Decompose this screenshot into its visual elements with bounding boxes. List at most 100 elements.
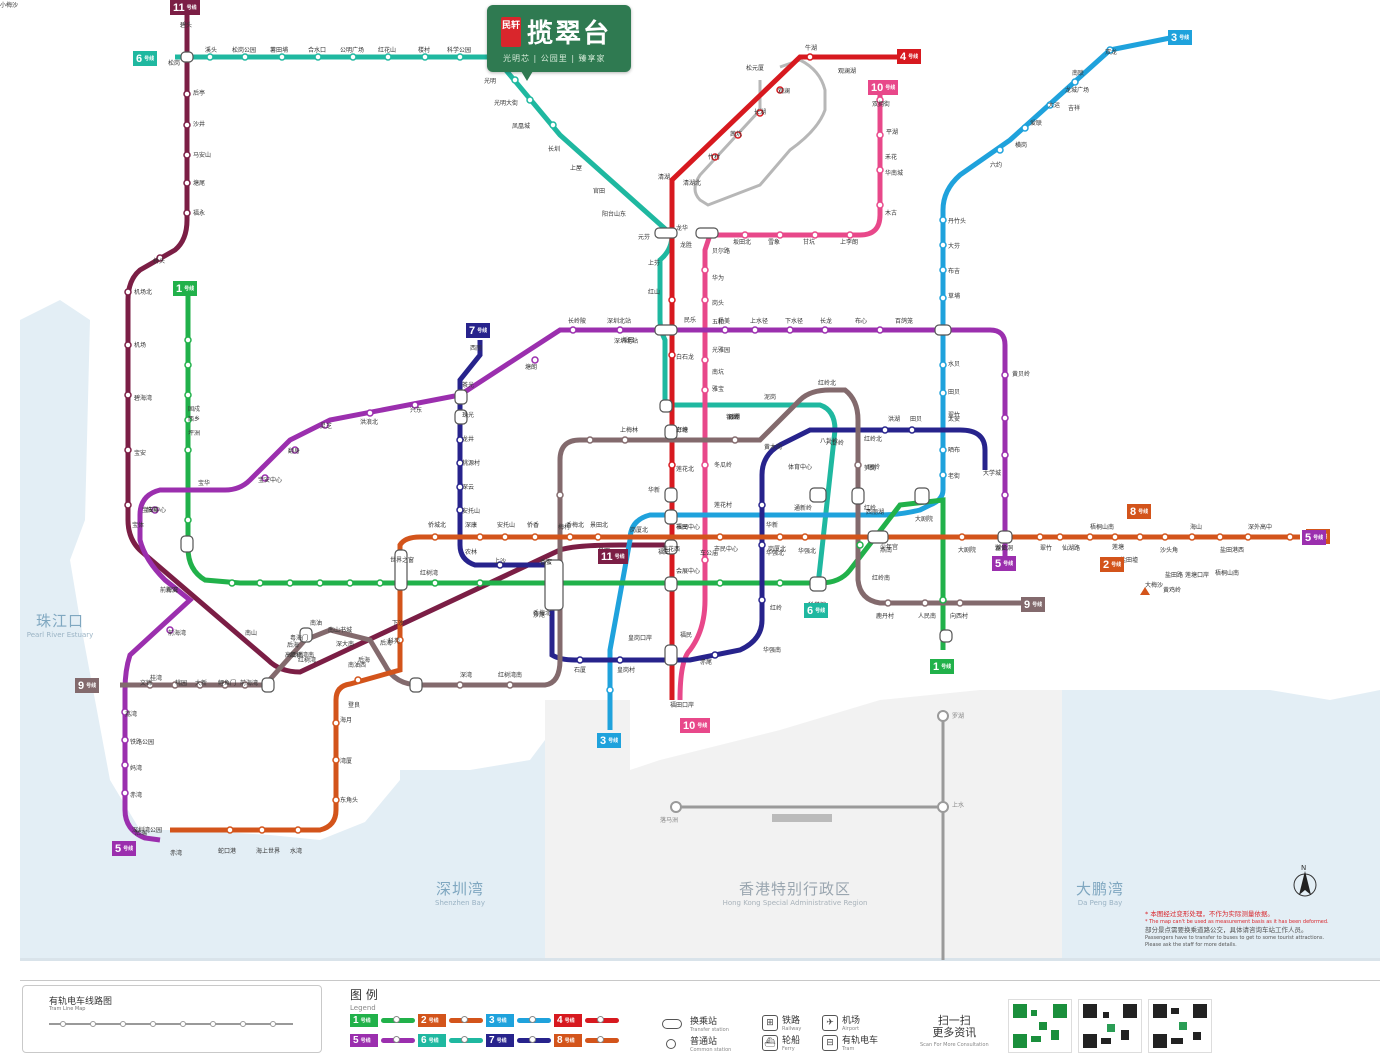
legend-line-sample (381, 1016, 415, 1023)
station-label: 东角头 (340, 797, 359, 804)
station-label: 水湾 (290, 848, 303, 855)
legend-ferry-en: Ferry (782, 1046, 795, 1052)
station-label: 前海湾 (160, 587, 179, 594)
station-label: 高新南 (285, 652, 304, 659)
badge-suffix: 号线 (614, 553, 625, 560)
station-label: 上梅林 (620, 427, 639, 434)
station-label: 塘朗 (525, 364, 538, 371)
region-dapeng-en: Da Peng Bay (1077, 899, 1123, 907)
sea-sz-bay (300, 770, 545, 960)
station-label: 清湖北 (683, 180, 702, 187)
station-label: 笋岗 (864, 465, 877, 472)
legend-airport-label: 机场 (842, 1016, 861, 1026)
badge-number: 2 (1103, 558, 1110, 571)
legend-badge-number: 4 (557, 1015, 563, 1026)
badge-number: 5 (995, 557, 1002, 570)
station-label: 冬瓜岭 (714, 462, 733, 469)
station-label: 红岭 (770, 605, 783, 612)
svg-text:N: N (1301, 864, 1306, 872)
qr-code-1[interactable] (1008, 999, 1072, 1053)
station-label: 深湾 (460, 672, 473, 679)
station-label: 西丽 (470, 345, 483, 352)
station-label: 桂湾 (150, 675, 163, 682)
station-label: 田贝 (948, 389, 961, 396)
station-label: 鲤鱼门 (218, 680, 237, 687)
station-label: 深云 (462, 484, 475, 491)
station-label: 松岗 (168, 60, 181, 67)
station-label: 甘坑 (803, 239, 816, 246)
station-label: 草埔 (948, 293, 961, 300)
station-label: 八卦岭 (826, 440, 845, 447)
station-label: 田贝 (910, 416, 923, 423)
station-label: 桃园 (175, 680, 188, 687)
station-label: 光明 (484, 78, 497, 85)
qr-code-2[interactable] (1078, 999, 1142, 1053)
station-label: 观澜 (778, 88, 791, 95)
brand-logo: 民轩 (501, 17, 521, 47)
badge-number: 7 (469, 324, 476, 337)
station-label: 沙头角 (1160, 547, 1179, 554)
station-label: 凤凰城 (512, 123, 531, 130)
legend-normal-label: 普通站 (690, 1037, 718, 1047)
station-label: 宝安中心 (258, 477, 283, 484)
station-label: 农林 (465, 549, 478, 556)
station-label: 皇岗村 (617, 667, 636, 674)
station-label: 侨城北 (428, 522, 447, 529)
station-label: 深圳湾公园 (132, 827, 163, 834)
tram-mini-diagram (49, 1021, 293, 1027)
badge-number: 5 (115, 842, 122, 855)
station-label: 香蜜 (540, 559, 553, 566)
legend-badge-number: 3 (489, 1015, 495, 1026)
compass-icon: N (1293, 864, 1317, 897)
station-label: 大剧院 (958, 547, 977, 554)
station-dots (121, 46, 1294, 834)
qr-code-3[interactable] (1148, 999, 1212, 1053)
region-dapeng-bay: 大鹏湾 Da Peng Bay (1060, 878, 1140, 907)
railway-icon: ⊞ (762, 1014, 778, 1031)
station-label: 布心 (855, 318, 868, 325)
hk-land (545, 690, 1062, 960)
station-label: 华南城 (885, 170, 904, 177)
station-label: 福田 (658, 549, 671, 556)
station-label: 园岭 (868, 464, 881, 471)
station-label: 后海 (380, 640, 393, 647)
brand-callout[interactable]: 民轩 揽翠台 光明芯 | 公园里 | 臻享家 (487, 5, 631, 81)
station-label: 下水径 (785, 318, 804, 325)
tram-title: 有轨电车线路图 (49, 997, 113, 1007)
legend-badge-number: 5 (353, 1035, 359, 1046)
coast-bottom (20, 958, 1380, 961)
station-label: 后瑞 (135, 830, 148, 837)
station-label: 湖贝 (995, 545, 1008, 552)
station-label: 木古 (885, 210, 898, 217)
station-label: 侨香 (527, 522, 540, 529)
legend-line-sample (381, 1036, 415, 1043)
legend-line-sample (585, 1016, 619, 1023)
station-label: 南油西 (348, 662, 367, 669)
station-label: 妈湾 (130, 765, 143, 772)
